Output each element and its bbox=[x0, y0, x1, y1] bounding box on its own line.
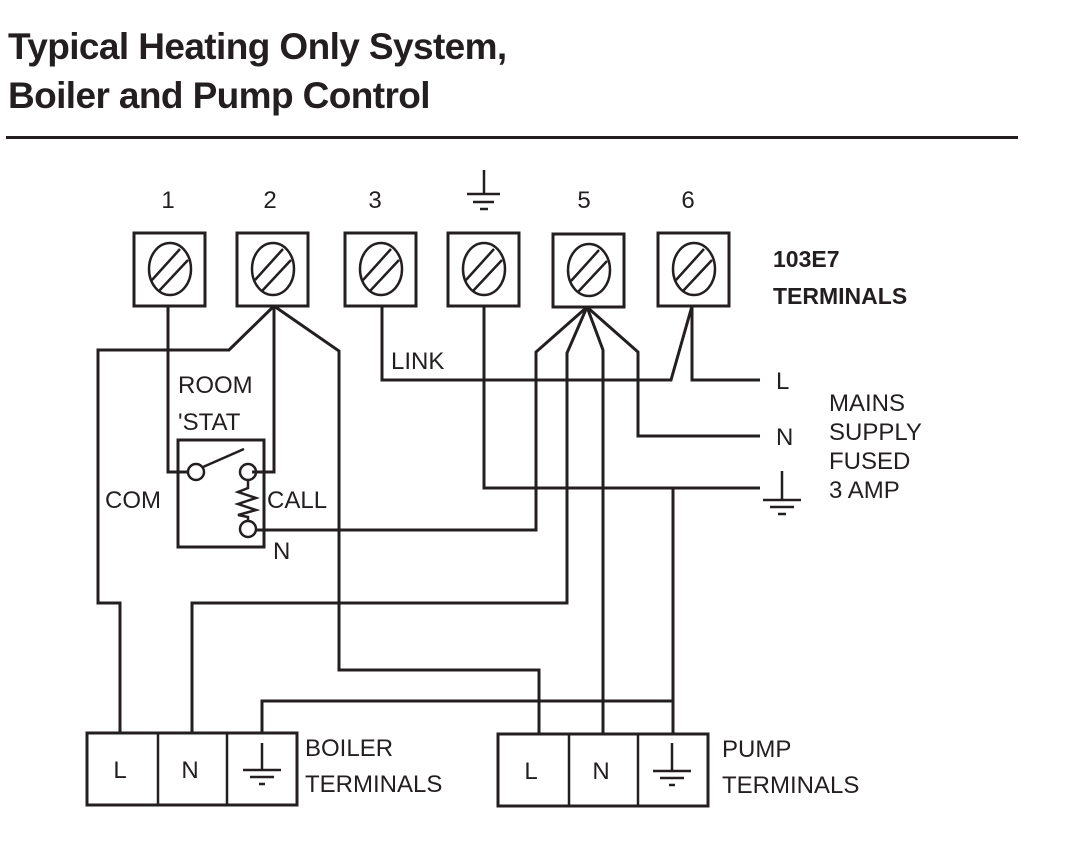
screw-terminal-3[interactable] bbox=[343, 231, 418, 308]
boiler-n-label: N bbox=[181, 757, 198, 784]
link-label: LINK bbox=[391, 348, 444, 375]
screw-terminal-5[interactable] bbox=[551, 232, 626, 309]
room-stat-label-line2: 'STAT bbox=[178, 409, 241, 436]
wire-earth-boiler bbox=[260, 699, 673, 732]
wire-earth-mains bbox=[482, 306, 760, 490]
room-stat-label-line1: ROOM bbox=[178, 372, 253, 399]
wire-t2-call bbox=[252, 306, 276, 474]
room-stat-call-label: CALL bbox=[267, 487, 327, 514]
boiler-label-line1: BOILER bbox=[305, 735, 393, 762]
pump-l-label: L bbox=[524, 758, 537, 785]
wire-t5-pump-n bbox=[585, 306, 605, 733]
title-rule bbox=[6, 136, 1018, 139]
wire-t5-mains-n bbox=[586, 305, 760, 438]
terminal-label-5: 5 bbox=[577, 187, 590, 214]
room-stat-com-label: COM bbox=[105, 487, 161, 514]
title-line-2: Boiler and Pump Control bbox=[8, 75, 431, 116]
terminal-label-1: 1 bbox=[161, 187, 174, 214]
pump-label-line2: TERMINALS bbox=[722, 772, 859, 799]
title-line-1: Typical Heating Only System, bbox=[8, 26, 507, 67]
terminal-label-6: 6 bbox=[681, 187, 694, 214]
controller-label-model: 103E7 bbox=[773, 246, 840, 272]
wire-t5-boiler-n bbox=[190, 306, 589, 732]
room-stat[interactable] bbox=[176, 438, 266, 549]
wire-t2-pump-l bbox=[273, 304, 541, 733]
earth-icon bbox=[243, 743, 281, 786]
screw-terminal-1[interactable] bbox=[132, 231, 207, 308]
boiler-label-line2: TERMINALS bbox=[305, 771, 442, 798]
mains-caption-line1: MAINS bbox=[829, 390, 905, 417]
mains-l-label: L bbox=[776, 368, 789, 395]
wire-t2-boiler-l bbox=[96, 304, 276, 732]
boiler-l-label: L bbox=[113, 757, 126, 784]
wire-link-t3-t6 bbox=[380, 305, 694, 382]
terminal-label-3: 3 bbox=[368, 187, 381, 214]
earth-icon bbox=[763, 471, 801, 516]
mains-caption-line2: SUPPLY bbox=[829, 419, 922, 446]
pump-n-label: N bbox=[592, 758, 609, 785]
mains-caption-line4: 3 AMP bbox=[829, 477, 900, 504]
screw-terminal-2[interactable] bbox=[235, 231, 310, 308]
wire-t5-stat-n bbox=[256, 305, 588, 532]
screw-terminal-6[interactable] bbox=[656, 231, 731, 308]
terminal-label-2: 2 bbox=[263, 187, 276, 214]
pump-label-line1: PUMP bbox=[722, 736, 791, 763]
wire-t1-com bbox=[166, 306, 187, 474]
mains-n-label: N bbox=[776, 424, 793, 451]
wire-t6-mains-l bbox=[690, 306, 760, 382]
earth-icon bbox=[653, 743, 691, 787]
controller-label-terminals: TERMINALS bbox=[773, 283, 907, 309]
mains-caption-line3: FUSED bbox=[829, 448, 910, 475]
room-stat-n-label: N bbox=[273, 538, 290, 565]
screw-terminal-earth[interactable] bbox=[446, 231, 521, 308]
earth-icon bbox=[467, 170, 500, 211]
page-title: Typical Heating Only System, Boiler and … bbox=[8, 22, 507, 120]
